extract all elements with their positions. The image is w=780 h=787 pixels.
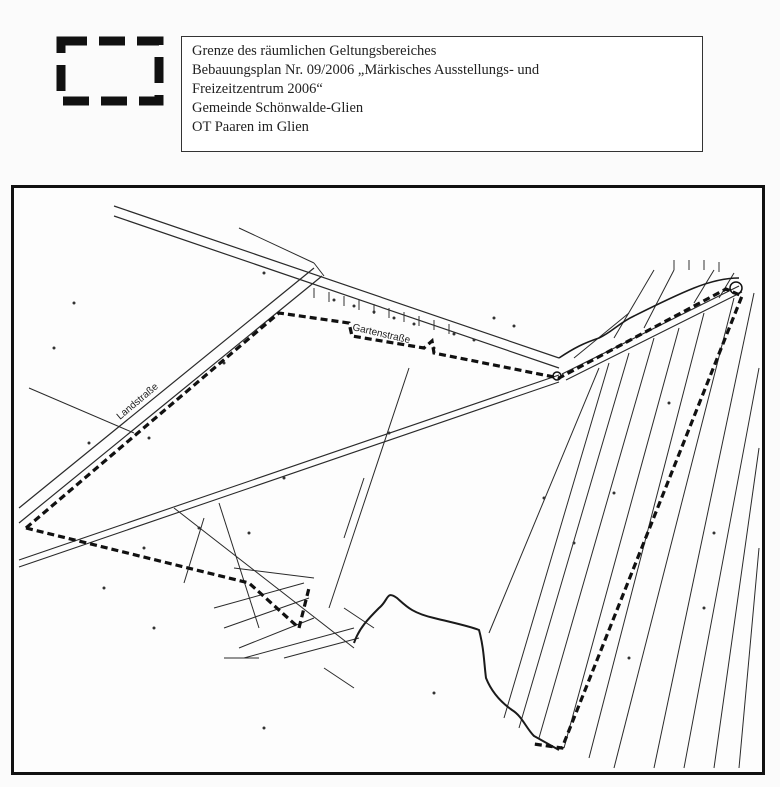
legend-title: Grenze des räumlichen Geltungsbereiches — [192, 43, 437, 59]
survey-points — [52, 271, 716, 730]
landstrasse-road — [18, 267, 323, 524]
plan-boundary — [24, 287, 745, 750]
map-frame: Gartenstraße Landstraße — [11, 185, 765, 775]
legend-plan-name: Bebauungsplan Nr. 09/2006 „Märkisches Au… — [192, 62, 540, 78]
plan-boundary-south — [25, 526, 311, 631]
cadastral-map: Gartenstraße Landstraße — [18, 205, 760, 769]
legend-box: Grenze des räumlichen Geltungsbereiches … — [181, 36, 703, 152]
parcel-border — [353, 594, 560, 751]
legend-district: OT Paaren im Glien — [192, 119, 309, 135]
parcel-lines — [28, 227, 410, 689]
legend-plan-name-cont: Freizeitzentrum 2006“ — [192, 81, 323, 97]
legend-municipality: Gemeinde Schönwalde-Glien — [192, 100, 364, 116]
strip-field-lines — [488, 269, 760, 769]
parcel-border-north — [558, 277, 740, 359]
junction-marker — [552, 371, 562, 381]
gartenstrasse-road — [113, 205, 560, 369]
junction-marker-northeast — [729, 281, 743, 295]
landstrasse-label: Landstraße — [115, 381, 161, 422]
road-ticks — [313, 260, 720, 334]
boundary-legend-icon — [56, 36, 164, 106]
gartenstrasse-label: Gartenstraße — [351, 322, 411, 346]
